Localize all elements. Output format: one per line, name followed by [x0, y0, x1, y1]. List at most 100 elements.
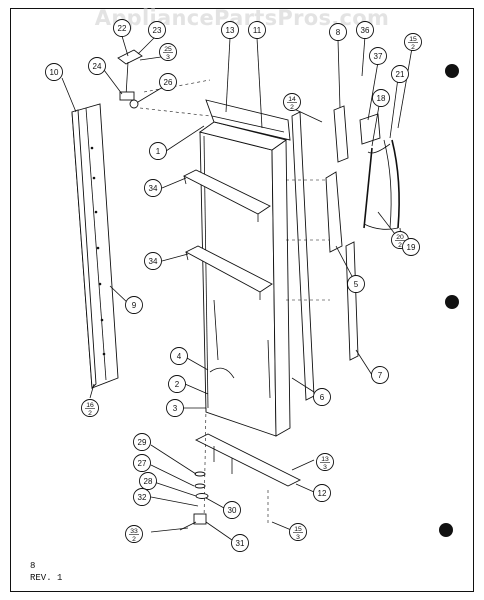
callout-number: 15	[409, 36, 417, 43]
callout-6: 6	[313, 388, 331, 406]
top-hinge-assembly	[117, 49, 211, 117]
callout-37: 37	[369, 47, 387, 65]
callout-29: 29	[133, 433, 151, 451]
callout-number: 11	[253, 26, 262, 35]
callout-3: 3	[166, 399, 184, 417]
bottom-hinge-bracket	[194, 407, 302, 526]
callout-quantity: 2	[290, 104, 294, 111]
callout-quantity: 3	[166, 54, 170, 61]
callout-number: 37	[374, 52, 383, 61]
page-border	[10, 8, 474, 592]
upper-trim-strip	[325, 105, 349, 253]
callout-32: 32	[133, 488, 151, 506]
callout-number: 25	[164, 46, 172, 53]
callout-27: 27	[133, 454, 151, 472]
binder-hole-top	[445, 64, 459, 78]
callout-quantity: 3	[323, 464, 327, 471]
callout-36: 36	[356, 21, 374, 39]
door-handle-assembly	[363, 139, 400, 230]
callout-12: 12	[313, 484, 331, 502]
callout-13-3: 133	[316, 453, 334, 471]
callout-number: 8	[336, 28, 341, 37]
callout-number: 6	[320, 393, 325, 402]
callout-number: 13	[226, 26, 235, 35]
callout-number: 30	[228, 506, 237, 515]
callout-quantity: 2	[398, 242, 402, 249]
callout-number: 19	[407, 243, 416, 252]
binder-hole-bottom	[439, 523, 453, 537]
callout-number: 31	[236, 539, 245, 548]
callout-number: 32	[138, 493, 147, 502]
callout-number: 12	[318, 489, 327, 498]
callout-number: 5	[354, 280, 359, 289]
callout-14-2: 142	[283, 93, 301, 111]
callout-quantity: 3	[296, 534, 300, 541]
callout-16-2-left: 162	[81, 399, 99, 417]
callout-number: 26	[164, 78, 173, 87]
callout-number: 27	[138, 459, 147, 468]
callout-8-top: 8	[329, 23, 347, 41]
callout-number: 14	[288, 96, 296, 103]
callout-number: 20	[396, 234, 404, 241]
callout-number: 18	[377, 94, 386, 103]
callout-number: 3	[173, 404, 178, 413]
upper-shelf-rail	[183, 169, 271, 222]
callout-31: 31	[231, 534, 249, 552]
callout-quantity: 2	[132, 536, 136, 543]
callout-1: 1	[149, 142, 167, 160]
callout-24: 24	[88, 57, 106, 75]
callout-22: 22	[113, 19, 131, 37]
leader-lines	[61, 35, 413, 541]
callout-21: 21	[391, 65, 409, 83]
callout-5: 5	[347, 275, 365, 293]
callout-number: 13	[321, 456, 329, 463]
callout-quantity: 2	[88, 410, 92, 417]
callout-number: 9	[132, 301, 137, 310]
callout-34-b: 34	[144, 252, 162, 270]
callout-number: 33	[130, 528, 138, 535]
callout-10: 10	[45, 63, 63, 81]
callout-34-a: 34	[144, 179, 162, 197]
page-number: 8	[30, 561, 36, 571]
callout-number: 22	[118, 24, 127, 33]
callout-number: 2	[175, 380, 180, 389]
lower-shelf-rail	[185, 245, 273, 300]
callout-number: 7	[378, 371, 383, 380]
callout-number: 4	[177, 352, 182, 361]
callout-number: 34	[149, 184, 158, 193]
callout-33-2: 332	[125, 525, 143, 543]
callout-number: 28	[144, 477, 153, 486]
callout-number: 1	[156, 147, 161, 156]
callout-25-3: 253	[159, 43, 177, 61]
callout-number: 15	[294, 526, 302, 533]
callout-number: 23	[153, 26, 162, 35]
callout-number: 10	[50, 68, 59, 77]
revision-label: REV. 1	[30, 573, 63, 583]
callout-2: 2	[168, 375, 186, 393]
gasket-panel	[359, 113, 381, 145]
callout-15-2-top: 152	[404, 33, 422, 51]
callout-7: 7	[371, 366, 389, 384]
callout-23: 23	[148, 21, 166, 39]
left-side-panel	[71, 103, 119, 390]
callout-number: 36	[361, 26, 370, 35]
binder-hole-middle	[445, 295, 459, 309]
callout-number: 16	[86, 402, 94, 409]
callout-19: 19	[402, 238, 420, 256]
callout-11: 11	[248, 21, 266, 39]
lower-trim-strip	[345, 241, 359, 361]
callout-4: 4	[170, 347, 188, 365]
callout-number: 34	[149, 257, 158, 266]
callout-quantity: 2	[411, 44, 415, 51]
callout-18: 18	[372, 89, 390, 107]
callout-28: 28	[139, 472, 157, 490]
callout-number: 24	[93, 62, 102, 71]
callout-number: 29	[138, 438, 147, 447]
callout-number: 21	[396, 70, 405, 79]
callout-30: 30	[223, 501, 241, 519]
callout-9: 9	[125, 296, 143, 314]
callout-15-3: 153	[289, 523, 307, 541]
